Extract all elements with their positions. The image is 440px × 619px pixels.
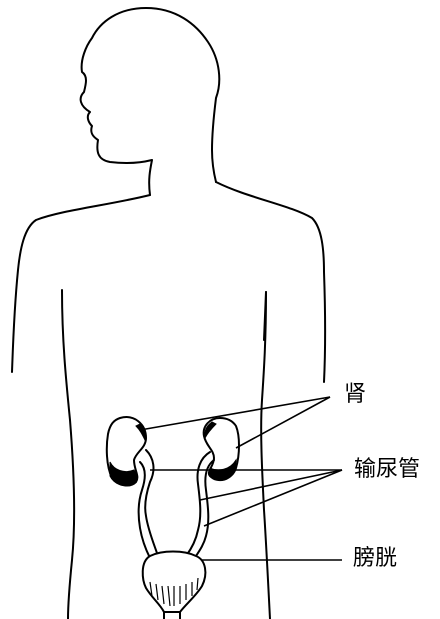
head-outline bbox=[81, 8, 220, 195]
shoulders-outline bbox=[12, 195, 150, 372]
right-arm-inner-line bbox=[261, 292, 270, 619]
urethra bbox=[164, 612, 180, 619]
left-arm-inner-line bbox=[62, 290, 74, 619]
left-ureter bbox=[145, 450, 158, 556]
shoulder-right-outline bbox=[216, 182, 325, 382]
kidney-label: 肾 bbox=[344, 384, 366, 406]
ureter-label: 输尿管 bbox=[354, 459, 420, 481]
right-ureter bbox=[186, 452, 210, 556]
bladder-label: 膀胱 bbox=[353, 548, 397, 570]
